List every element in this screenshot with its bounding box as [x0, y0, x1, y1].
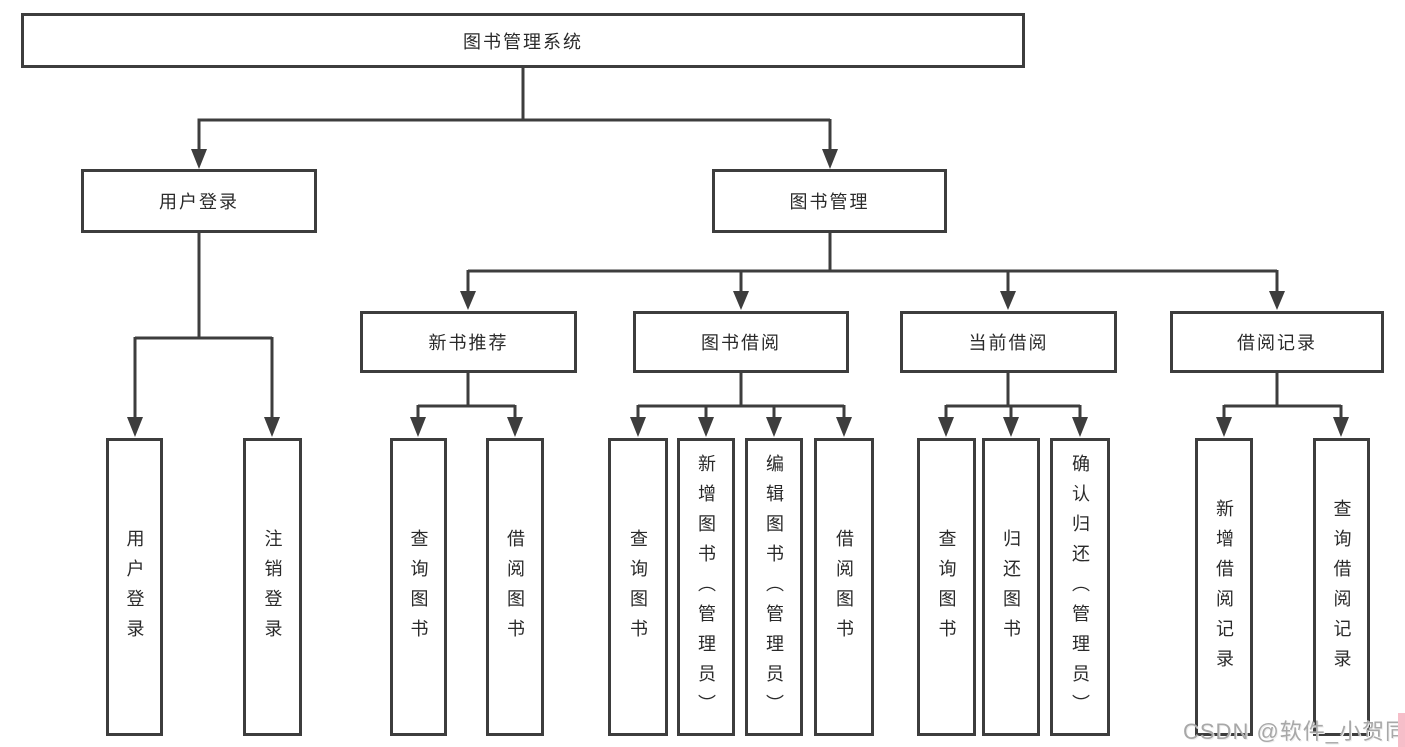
leaf-borrow-book-1: 借阅图书	[486, 438, 544, 736]
arrowheads	[127, 149, 1349, 437]
leaf-edit-book-admin: 编辑图书（管理员）	[745, 438, 803, 736]
leaf-user-login: 用户登录	[106, 438, 163, 736]
node-current-borrow: 当前借阅	[900, 311, 1117, 373]
leaf-return-book: 归还图书	[982, 438, 1040, 736]
leaf-logout: 注销登录	[243, 438, 302, 736]
watermark: CSDN @软件_小贺同学	[1183, 719, 1405, 744]
leaf-query-book-3: 查询图书	[917, 438, 976, 736]
leaf-add-book-admin: 新增图书（管理员）	[677, 438, 735, 736]
node-book-management: 图书管理	[712, 169, 947, 233]
node-book-borrow: 图书借阅	[633, 311, 849, 373]
node-user-login: 用户登录	[81, 169, 317, 233]
leaf-query-book-1: 查询图书	[390, 438, 447, 736]
leaf-add-borrow-record: 新增借阅记录	[1195, 438, 1253, 736]
node-borrow-records: 借阅记录	[1170, 311, 1384, 373]
watermark-accent-strip	[1398, 713, 1405, 747]
leaf-borrow-book-2: 借阅图书	[814, 438, 874, 736]
node-new-book-recommend: 新书推荐	[360, 311, 577, 373]
leaf-confirm-return-admin: 确认归还（管理员）	[1050, 438, 1110, 736]
leaf-query-book-2: 查询图书	[608, 438, 668, 736]
node-root: 图书管理系统	[21, 13, 1025, 68]
leaf-query-borrow-record: 查询借阅记录	[1313, 438, 1370, 736]
